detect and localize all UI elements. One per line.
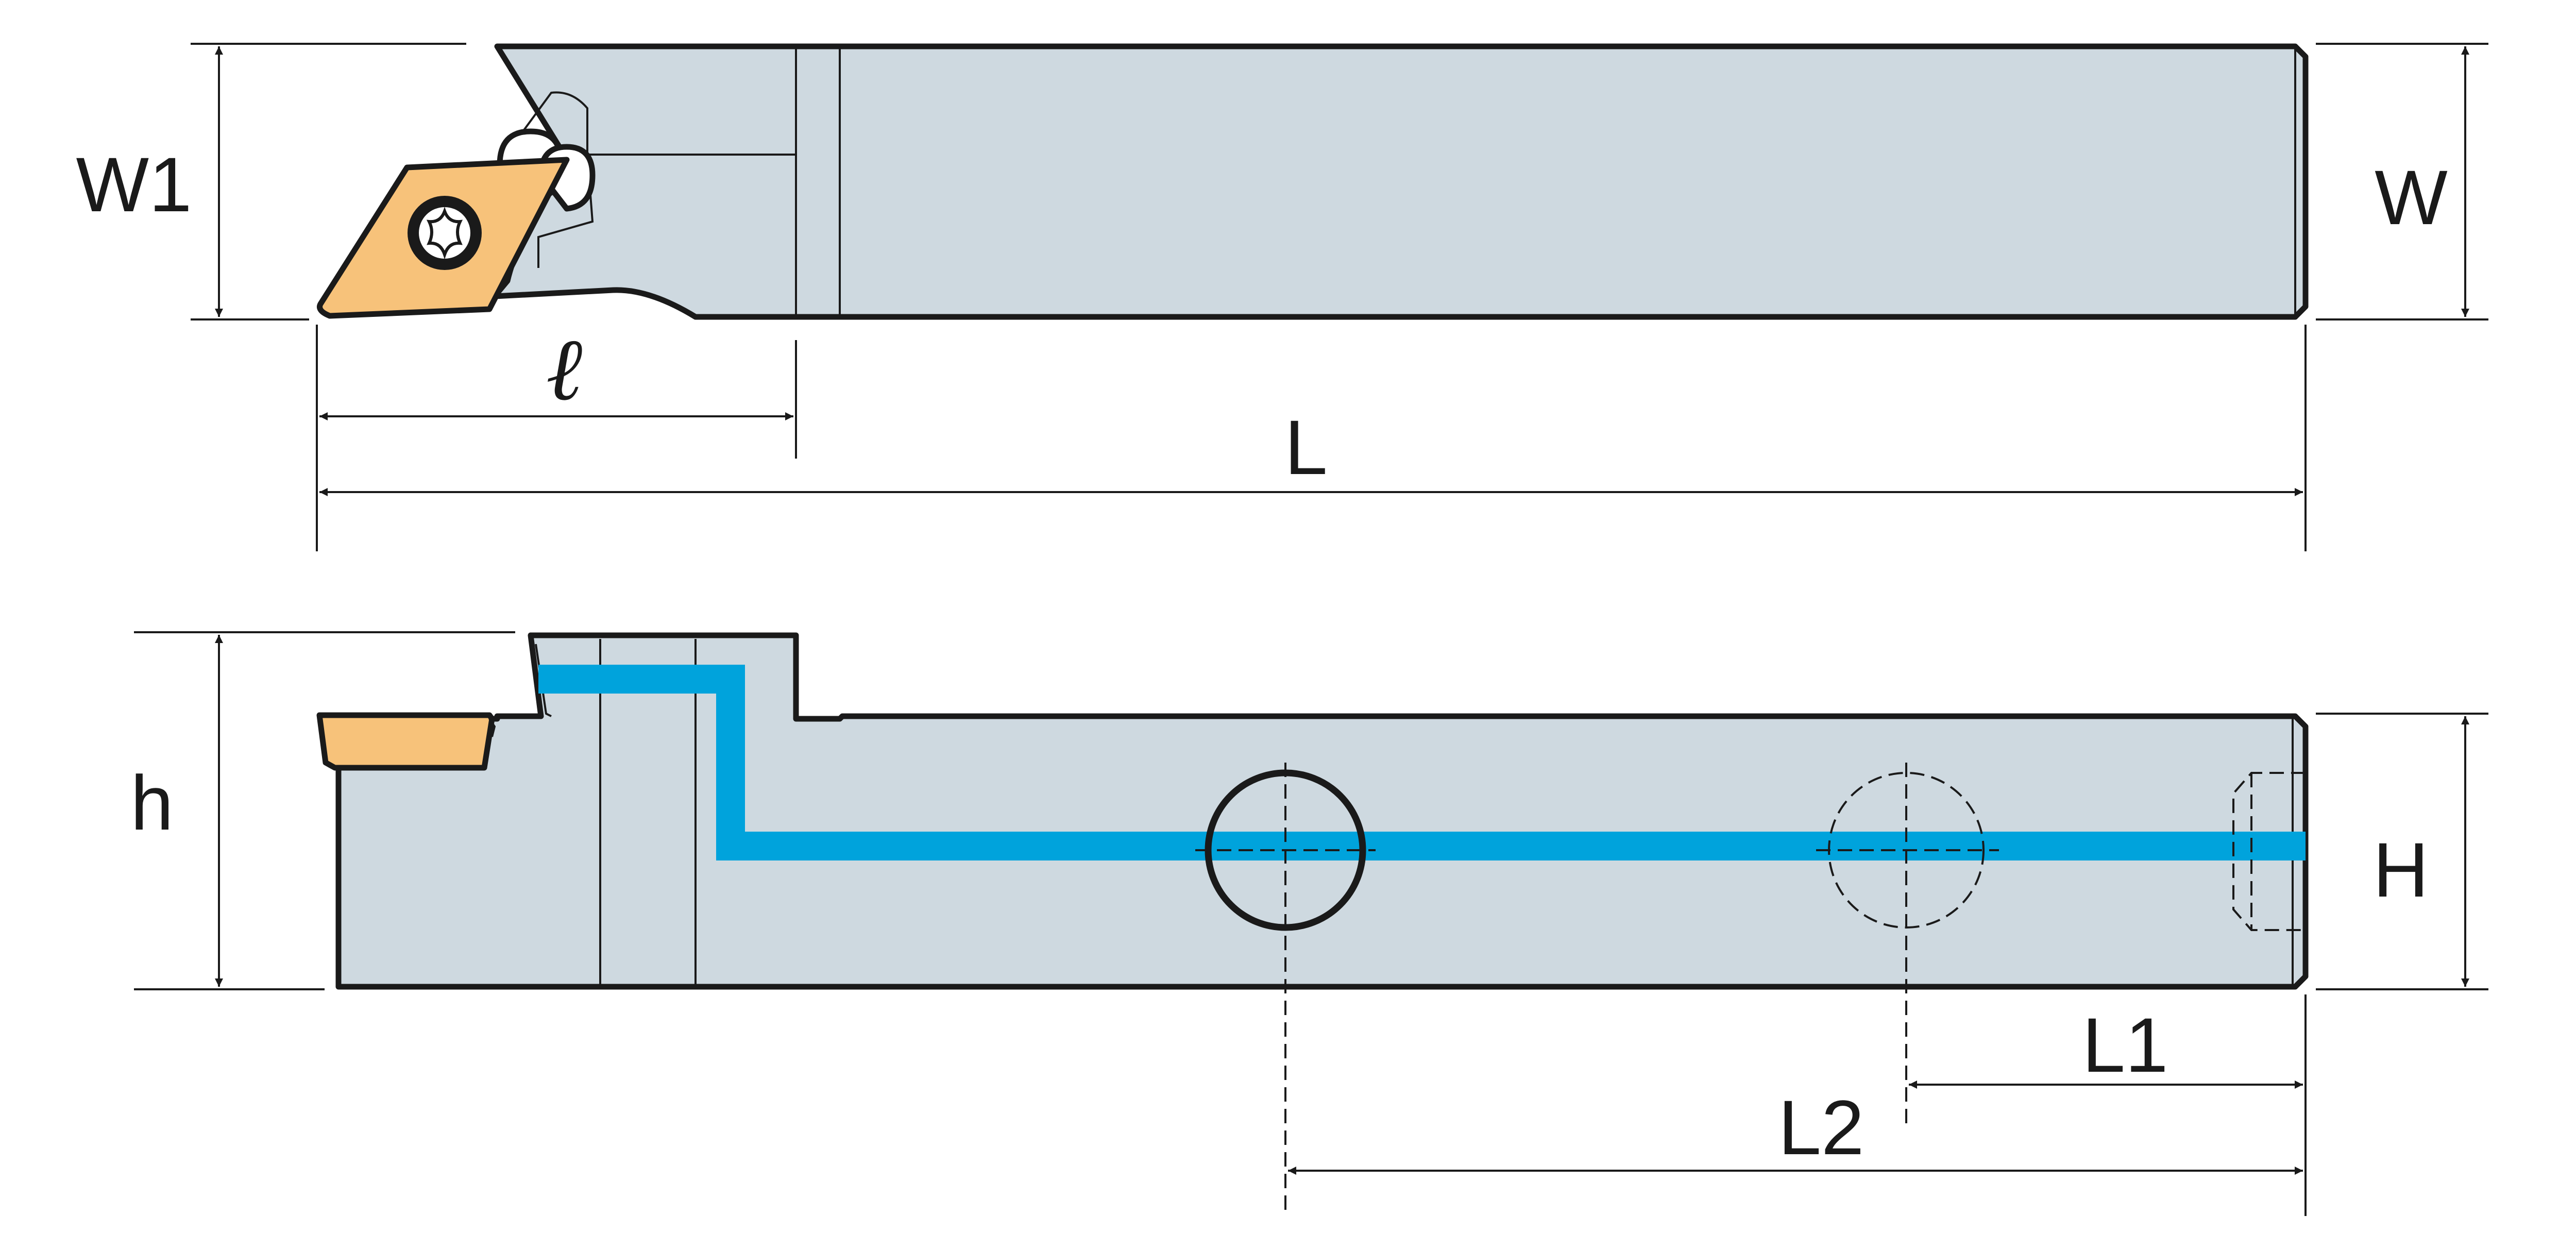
top-view: W1 W ℓ L — [76, 43, 2488, 551]
torx-screw-icon — [408, 196, 482, 270]
coolant-channel — [538, 665, 2306, 860]
coolant-plug — [2232, 772, 2306, 931]
top-view-holder-body — [492, 43, 2309, 320]
dimension-label-h: h — [130, 759, 173, 846]
dimension-label-w: W — [2375, 154, 2448, 241]
dimension-label-ell: ℓ — [546, 322, 583, 418]
dimension-label-l2: L2 — [1778, 1084, 1865, 1171]
side-view-holder-body — [335, 632, 2309, 990]
side-view-insert — [316, 712, 495, 771]
dimension-label-l: L — [1284, 404, 1327, 491]
side-view: h H L1 L2 — [130, 631, 2488, 1216]
dimension-label-l1: L1 — [2082, 1002, 2168, 1088]
dimension-label-H: H — [2373, 826, 2429, 913]
dimension-label-w1: W1 — [76, 141, 192, 228]
